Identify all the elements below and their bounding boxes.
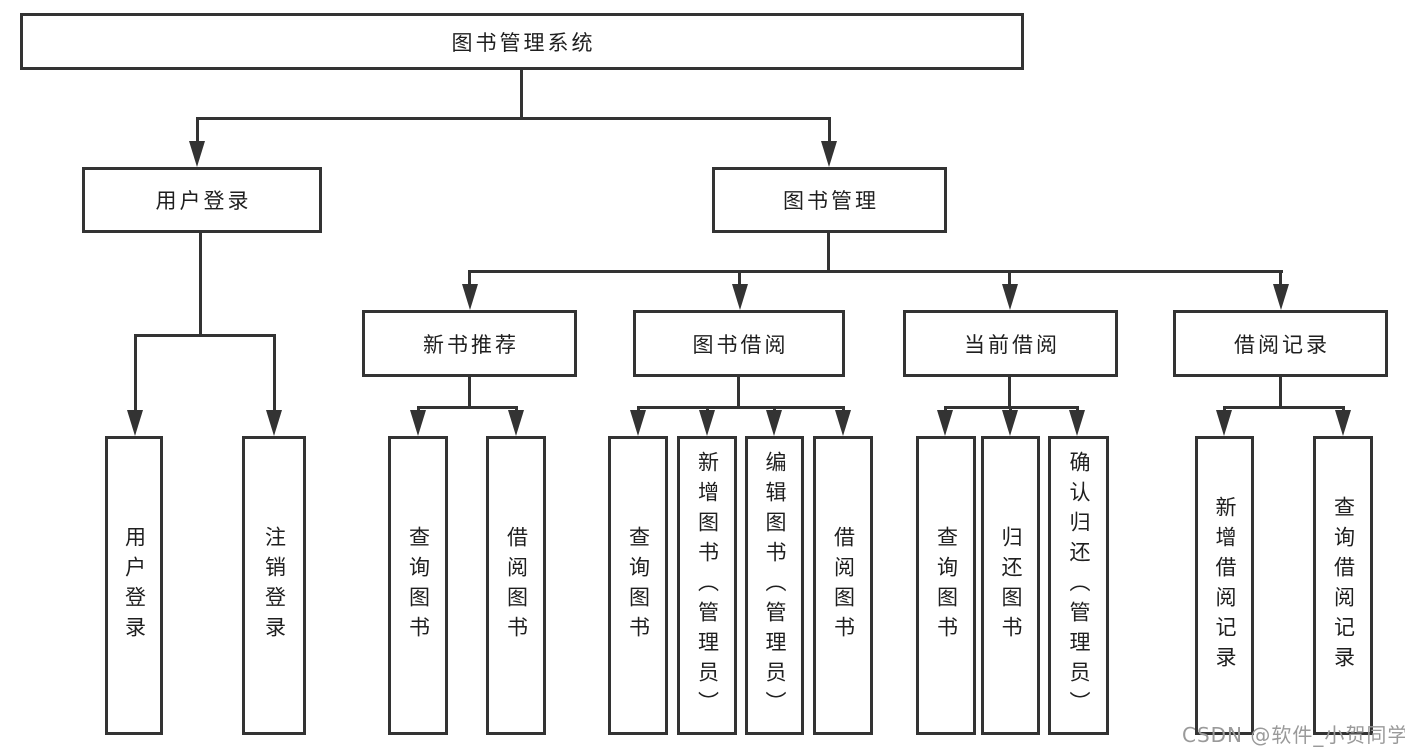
arrowhead-down-icon [1002, 410, 1018, 436]
leaf-edit-book-admin: 编辑图书（管理员） [745, 436, 804, 735]
connector-line [197, 117, 831, 120]
connector-line [417, 406, 517, 409]
arrowhead-down-icon [189, 141, 205, 167]
arrowhead-down-icon [462, 284, 478, 310]
leaf-user-login: 用户登录 [105, 436, 163, 735]
connector-line [1008, 270, 1011, 286]
arrowhead-down-icon [766, 410, 782, 436]
connector-line [738, 270, 741, 286]
leaf-add-book-admin: 新增图书（管理员） [677, 436, 737, 735]
node-user-login: 用户登录 [82, 167, 322, 233]
connector-line [520, 69, 523, 119]
leaf-borrow-book-borrow-label: 借阅图书 [831, 525, 856, 646]
connector-line [737, 377, 740, 409]
leaf-borrow-book-recommend: 借阅图书 [486, 436, 546, 735]
leaf-query-book-current-label: 查询图书 [934, 525, 959, 646]
node-borrow-record-label: 借阅记录 [1234, 332, 1330, 357]
leaf-return-book-label: 归还图书 [999, 525, 1023, 646]
node-book-management: 图书管理 [712, 167, 947, 233]
node-borrow-record: 借阅记录 [1173, 310, 1388, 377]
arrowhead-down-icon [699, 410, 715, 436]
leaf-confirm-return-admin-label: 确认归还（管理员） [1067, 450, 1091, 721]
arrowhead-down-icon [835, 410, 851, 436]
arrowhead-down-icon [732, 284, 748, 310]
connector-line [273, 334, 276, 412]
leaf-borrow-book-recommend-label: 借阅图书 [504, 525, 529, 646]
leaf-add-borrow-record-label: 新增借阅记录 [1213, 495, 1237, 676]
leaf-query-book-recommend: 查询图书 [388, 436, 448, 735]
connector-line [1279, 377, 1282, 409]
connector-line [1223, 406, 1344, 409]
csdn-watermark: CSDN @软件_小贺同学 [1182, 723, 1405, 747]
connector-line [637, 406, 844, 409]
leaf-return-book: 归还图书 [981, 436, 1040, 735]
node-user-login-label: 用户登录 [155, 189, 252, 213]
arrowhead-down-icon [127, 410, 143, 436]
leaf-query-book-borrow-label: 查询图书 [626, 525, 651, 646]
connector-line [828, 117, 831, 147]
leaf-query-book-borrow: 查询图书 [608, 436, 668, 735]
arrowhead-down-icon [821, 141, 837, 167]
leaf-logout: 注销登录 [242, 436, 306, 735]
arrowhead-down-icon [1273, 284, 1289, 310]
node-root-label: 图书管理系统 [451, 30, 596, 55]
connector-line [134, 334, 276, 337]
arrowhead-down-icon [508, 410, 524, 436]
leaf-query-borrow-record-label: 查询借阅记录 [1331, 495, 1356, 676]
connector-line [468, 270, 471, 286]
node-book-borrow-label: 图书借阅 [692, 332, 789, 357]
leaf-query-book-current: 查询图书 [916, 436, 976, 735]
arrowhead-down-icon [630, 410, 646, 436]
leaf-add-borrow-record: 新增借阅记录 [1195, 436, 1254, 735]
arrowhead-down-icon [266, 410, 282, 436]
connector-line [1279, 270, 1282, 286]
node-book-borrow: 图书借阅 [633, 310, 845, 377]
node-book-management-label: 图书管理 [783, 189, 879, 213]
node-new-book-recommend: 新书推荐 [362, 310, 577, 377]
connector-line [134, 334, 137, 412]
node-root: 图书管理系统 [20, 13, 1024, 70]
leaf-borrow-book-borrow: 借阅图书 [813, 436, 873, 735]
leaf-logout-label: 注销登录 [262, 525, 287, 646]
arrowhead-down-icon [1002, 284, 1018, 310]
node-current-borrow-label: 当前借阅 [964, 332, 1060, 357]
arrowhead-down-icon [1216, 410, 1232, 436]
arrowhead-down-icon [1335, 410, 1351, 436]
leaf-confirm-return-admin: 确认归还（管理员） [1048, 436, 1109, 735]
connector-line [469, 270, 1283, 273]
node-current-borrow: 当前借阅 [903, 310, 1118, 377]
node-new-book-recommend-label: 新书推荐 [423, 332, 519, 357]
connector-line [468, 377, 471, 409]
arrowhead-down-icon [1069, 410, 1085, 436]
arrowhead-down-icon [937, 410, 953, 436]
connector-line [827, 233, 830, 272]
leaf-query-book-recommend-label: 查询图书 [406, 525, 431, 646]
connector-line [196, 117, 199, 147]
leaf-user-login-label: 用户登录 [122, 525, 147, 646]
connector-line [1008, 377, 1011, 409]
arrowhead-down-icon [410, 410, 426, 436]
leaf-edit-book-admin-label: 编辑图书（管理员） [763, 450, 787, 721]
connector-line [199, 233, 202, 337]
leaf-add-book-admin-label: 新增图书（管理员） [695, 450, 720, 721]
leaf-query-borrow-record: 查询借阅记录 [1313, 436, 1373, 735]
